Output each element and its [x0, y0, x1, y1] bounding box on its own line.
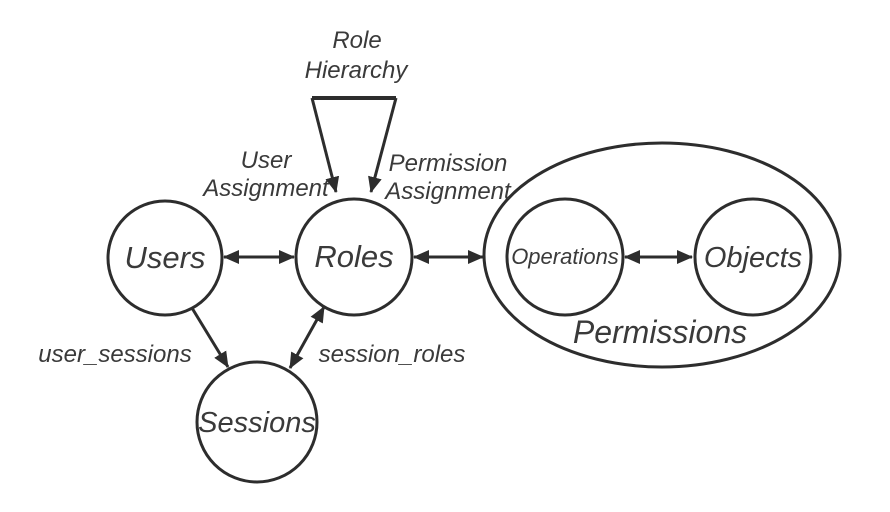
roles-node-label: Roles	[314, 239, 393, 274]
user-assignment-label-line1: User	[241, 147, 293, 174]
edge-sessions-roles	[288, 306, 326, 369]
user-sessions-edge-label: user_sessions	[38, 341, 191, 368]
objects-node	[693, 197, 813, 317]
roles-node	[294, 197, 414, 317]
user-assignment-label-line2: Assignment	[201, 175, 330, 202]
role-hierarchy-arrow-left	[310, 97, 340, 193]
permissions-group-label: Permissions	[573, 314, 747, 350]
objects-node-label: Objects	[704, 242, 802, 274]
edge-users-sessions	[190, 307, 230, 368]
role-hierarchy-label-line2: Hierarchy	[305, 57, 410, 84]
permission-assignment-label-line1: Permission	[389, 150, 508, 177]
operations-node-label: Operations	[511, 244, 619, 269]
role-hierarchy-arrow-right	[368, 97, 398, 193]
permissions-group-ellipse	[482, 141, 842, 369]
sessions-node	[195, 360, 319, 484]
sessions-node-label: Sessions	[198, 407, 316, 439]
role-hierarchy-label-line1: Role	[332, 27, 381, 54]
permission-assignment-label-line2: Assignment	[383, 178, 512, 205]
session-roles-edge-label: session_roles	[319, 341, 466, 368]
users-node-label: Users	[125, 240, 206, 275]
operations-node	[505, 197, 625, 317]
users-node	[106, 199, 224, 317]
